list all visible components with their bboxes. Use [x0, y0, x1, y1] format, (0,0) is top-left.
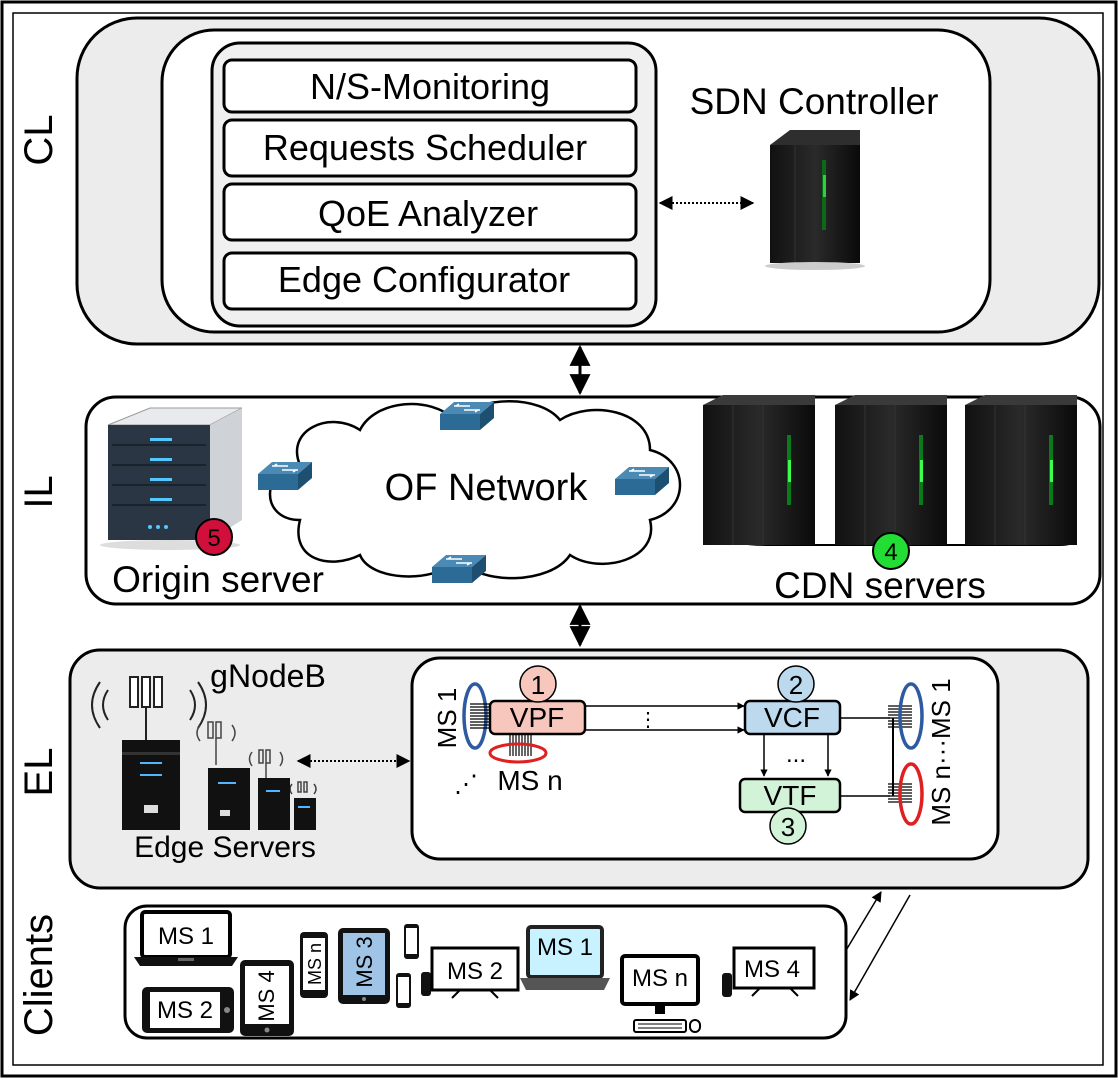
edge-to-clients-arrow: [849, 894, 911, 1001]
vpf-badge: 1: [519, 665, 557, 703]
msn-left-ring: [488, 742, 548, 764]
svg-text:Edge Configurator: Edge Configurator: [278, 259, 570, 300]
origin-server-label: Origin server: [112, 559, 324, 600]
sdn-controller-server-icon: [765, 130, 865, 270]
gnodeb-antenna-icon: [91, 676, 207, 740]
svg-text:MS 2: MS 2: [447, 958, 503, 985]
module-ns-monitoring: N/S-Monitoring: [222, 58, 638, 114]
svg-text:MS 1: MS 1: [537, 934, 593, 961]
vtf-box: VTF: [738, 777, 842, 814]
svg-text:MS 4: MS 4: [744, 956, 800, 983]
cdn-servers-label: CDN servers: [774, 565, 986, 606]
of-network-label: OF Network: [385, 467, 589, 509]
edge-server-icons: [122, 740, 316, 830]
svg-text:5: 5: [207, 525, 220, 552]
svg-text:VTF: VTF: [764, 780, 817, 811]
svg-text:4: 4: [884, 539, 897, 566]
module-requests-scheduler: Requests Scheduler: [222, 118, 638, 178]
vcf-badge: 2: [777, 665, 815, 703]
svg-text:1: 1: [531, 670, 545, 700]
svg-text:QoE Analyzer: QoE Analyzer: [318, 193, 538, 234]
vcf-box: VCF: [743, 699, 842, 736]
layer-label-el: EL: [17, 748, 61, 797]
dots-left-label: ⋰: [454, 771, 478, 798]
client-tablet-ms4: MS 4: [240, 960, 294, 1036]
edge-antenna-small-icons: [196, 721, 317, 795]
msn-right-ring: [898, 762, 924, 826]
vpf-box: VPF: [488, 699, 587, 736]
client-tablet-ms2: MS 2: [142, 987, 234, 1033]
dots-top-label: ⋮: [638, 709, 658, 731]
svg-text:MS 1: MS 1: [158, 923, 214, 950]
ms1-right-ring: [898, 682, 924, 750]
vpf-input-connector: [470, 703, 490, 729]
svg-text:VPF: VPF: [510, 702, 564, 733]
dots-mid-label: ...: [786, 741, 806, 768]
module-edge-configurator: Edge Configurator: [222, 251, 638, 311]
ms-right-label: MS n···MS 1: [926, 678, 956, 825]
layer-label-cl: CL: [17, 114, 61, 165]
svg-text:MS n: MS n: [632, 965, 688, 992]
client-phone-msn: MS n: [300, 932, 328, 998]
vtf-badge: 3: [769, 807, 807, 845]
cdn-servers-badge: 4: [872, 532, 910, 570]
svg-text:MS n: MS n: [305, 943, 325, 985]
svg-text:MS 3: MS 3: [352, 936, 377, 987]
svg-text:VCF: VCF: [764, 702, 820, 733]
client-laptop-ms1: MS 1: [134, 910, 238, 966]
cdn-server-icon-3: [964, 394, 1078, 546]
layer-label-il: IL: [17, 475, 61, 508]
client-tv-ms4: MS 4: [722, 946, 816, 997]
client-tablet-ms3: MS 3: [338, 928, 390, 1004]
svg-text:N/S-Monitoring: N/S-Monitoring: [310, 66, 550, 107]
origin-server-badge: 5: [195, 518, 233, 556]
svg-text:Requests Scheduler: Requests Scheduler: [263, 127, 587, 168]
svg-text:2: 2: [789, 670, 803, 700]
svg-text:3: 3: [781, 812, 795, 842]
cdn-server-icon-2: [834, 394, 948, 546]
gnodeb-label: gNodeB: [210, 658, 326, 694]
clients-to-edge-arrow: [844, 891, 882, 953]
edge-servers-label: Edge Servers: [134, 831, 316, 864]
client-small-phone-icons: [396, 924, 419, 1008]
ms1-left-label: MS 1: [432, 688, 462, 749]
origin-server-icon: [100, 407, 243, 550]
module-qoe-analyzer: QoE Analyzer: [222, 182, 638, 242]
client-laptop-ms1-second: MS 1: [520, 925, 610, 990]
sdn-controller-title: SDN Controller: [690, 81, 939, 122]
msn-left-label: MS n: [497, 765, 562, 796]
client-desktop-msn: MS n: [620, 954, 701, 1033]
inner-frame: [12, 12, 1104, 1066]
svg-text:MS 2: MS 2: [157, 997, 213, 1024]
svg-text:MS 4: MS 4: [254, 970, 279, 1021]
layer-label-clients: Clients: [17, 914, 61, 1036]
cdn-server-icon-1: [702, 394, 816, 546]
client-tv-ms2: MS 2: [421, 946, 520, 999]
